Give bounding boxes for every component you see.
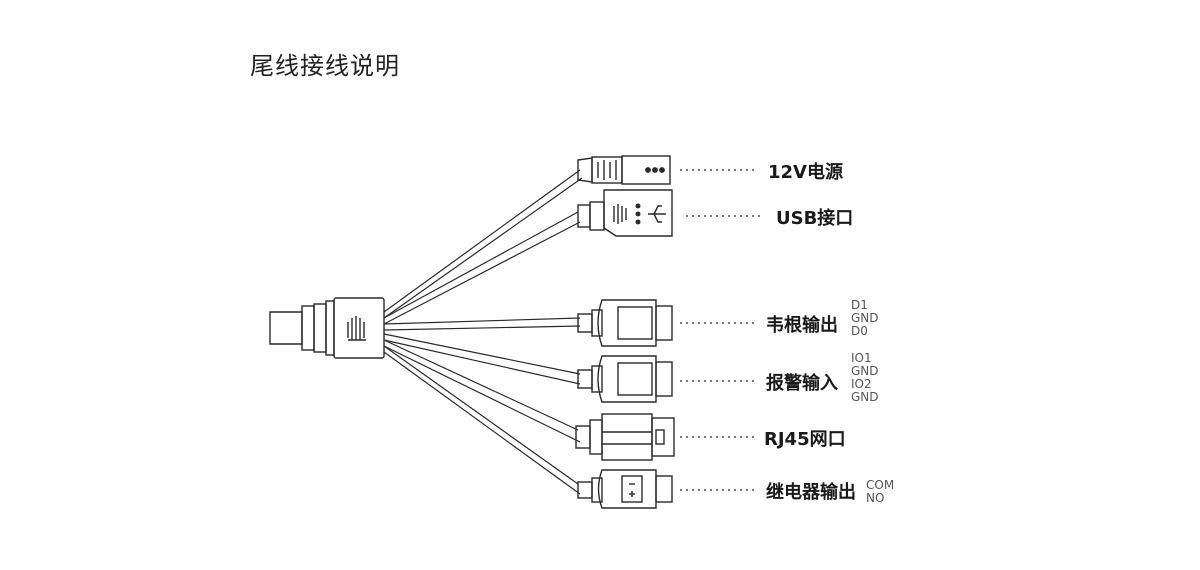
wires (383, 169, 583, 495)
label-rj45: RJ45网口 (764, 429, 846, 450)
label-relay: 继电器输出 (766, 482, 856, 503)
label-alarm: 报警输入 (766, 373, 838, 394)
pin-label: GND (851, 364, 879, 378)
power-connector (577, 155, 671, 185)
label-wiegand: 韦根输出 (766, 315, 838, 336)
label-usb: USB接口 (776, 208, 854, 229)
pin-label: IO1 (851, 351, 872, 365)
pins-wiegand: D1 GND D0 (851, 299, 879, 338)
wiegand-connector (577, 299, 673, 347)
main-cable (269, 297, 385, 359)
alarm-connector (577, 355, 673, 403)
pin-label: COM (866, 478, 895, 492)
usb-connector (577, 189, 673, 237)
pin-label: NO (866, 491, 885, 505)
pins-alarm: IO1 GND IO2 GND (851, 352, 879, 404)
pin-label: D1 (851, 298, 868, 312)
relay-connector (577, 469, 673, 509)
pin-label: GND (851, 390, 879, 404)
rj45-connector (575, 413, 675, 461)
pins-relay: COM NO (866, 479, 894, 505)
label-power: 12V电源 (768, 162, 843, 183)
pin-label: IO2 (851, 377, 872, 391)
pin-label: D0 (851, 324, 868, 338)
diagram-title: 尾线接线说明 (250, 52, 400, 80)
pin-label: GND (851, 311, 879, 325)
leader-lines (680, 169, 762, 491)
